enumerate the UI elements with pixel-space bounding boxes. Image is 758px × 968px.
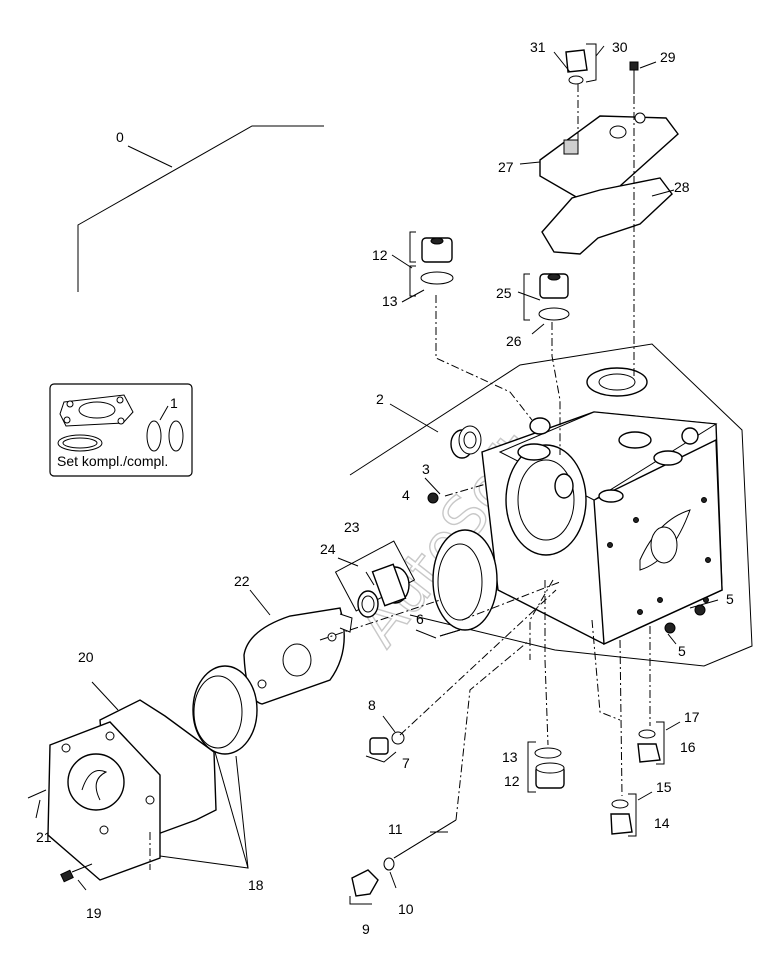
part-7-plug — [365, 731, 405, 763]
parts-12-13-lower — [534, 747, 565, 789]
part-27-valve-body — [539, 112, 679, 199]
label-29: 29 — [660, 49, 676, 65]
part-29-screw — [629, 61, 639, 94]
label-4: 4 — [402, 487, 410, 503]
label-18: 18 — [248, 877, 264, 893]
part-9-10-11-assembly — [351, 819, 457, 897]
label-0: 0 — [116, 129, 124, 145]
label-11: 11 — [388, 821, 403, 837]
parts-12-13-upper — [420, 237, 454, 285]
label-25: 25 — [496, 285, 512, 301]
label-26: 26 — [506, 333, 522, 349]
label-21: 21 — [36, 829, 52, 845]
label-6: 6 — [416, 611, 424, 627]
part-21-screw — [27, 789, 47, 799]
label-13: 13 — [382, 293, 398, 309]
kit-box: Set kompl./compl. — [49, 383, 193, 477]
label-13: 13 — [502, 749, 518, 765]
parts-14-15 — [610, 799, 633, 835]
cover — [47, 721, 161, 881]
label-12: 12 — [372, 247, 388, 263]
roller-bearing — [192, 665, 258, 755]
leader-lines — [35, 43, 719, 905]
assembly-bracket — [77, 125, 324, 292]
part-22-plate — [243, 607, 353, 705]
label-28: 28 — [674, 179, 690, 195]
part-5-plug — [664, 622, 676, 634]
label-22: 22 — [234, 573, 250, 589]
label-5: 5 — [726, 591, 734, 607]
part-19-screw — [60, 863, 93, 883]
label-8: 8 — [368, 697, 376, 713]
parts-23-24-bushings — [334, 540, 416, 618]
label-17: 17 — [684, 709, 700, 725]
label-23: 23 — [344, 519, 360, 535]
label-19: 19 — [86, 905, 102, 921]
label-27: 27 — [498, 159, 514, 175]
bearing-ring-large — [432, 529, 498, 631]
label-14: 14 — [654, 815, 670, 831]
label-5: 5 — [678, 643, 686, 659]
label-7: 7 — [402, 755, 410, 771]
label-24: 24 — [320, 541, 336, 557]
label-9: 9 — [362, 921, 370, 937]
kit-box-text: Set kompl./compl. — [57, 453, 168, 469]
label-15: 15 — [656, 779, 672, 795]
part-3-bearing — [450, 425, 482, 459]
part-labels: 0 1 2 3 4 5 5 6 7 8 9 10 11 12 12 13 13 … — [36, 39, 734, 937]
parts-16-17 — [637, 729, 661, 763]
label-3: 3 — [422, 461, 430, 477]
parts-30-31 — [565, 49, 588, 85]
label-10: 10 — [398, 901, 414, 917]
label-20: 20 — [78, 649, 94, 665]
parts-25-26 — [538, 273, 570, 321]
part-6-pin — [439, 629, 461, 637]
label-1: 1 — [170, 395, 178, 411]
alignment-lines — [149, 84, 651, 870]
label-30: 30 — [612, 39, 628, 55]
label-12: 12 — [504, 773, 520, 789]
label-31: 31 — [530, 39, 546, 55]
part-28-gasket — [541, 177, 673, 255]
housing — [349, 343, 753, 667]
label-16: 16 — [680, 739, 696, 755]
part-4-plug — [427, 492, 439, 504]
label-2: 2 — [376, 391, 384, 407]
